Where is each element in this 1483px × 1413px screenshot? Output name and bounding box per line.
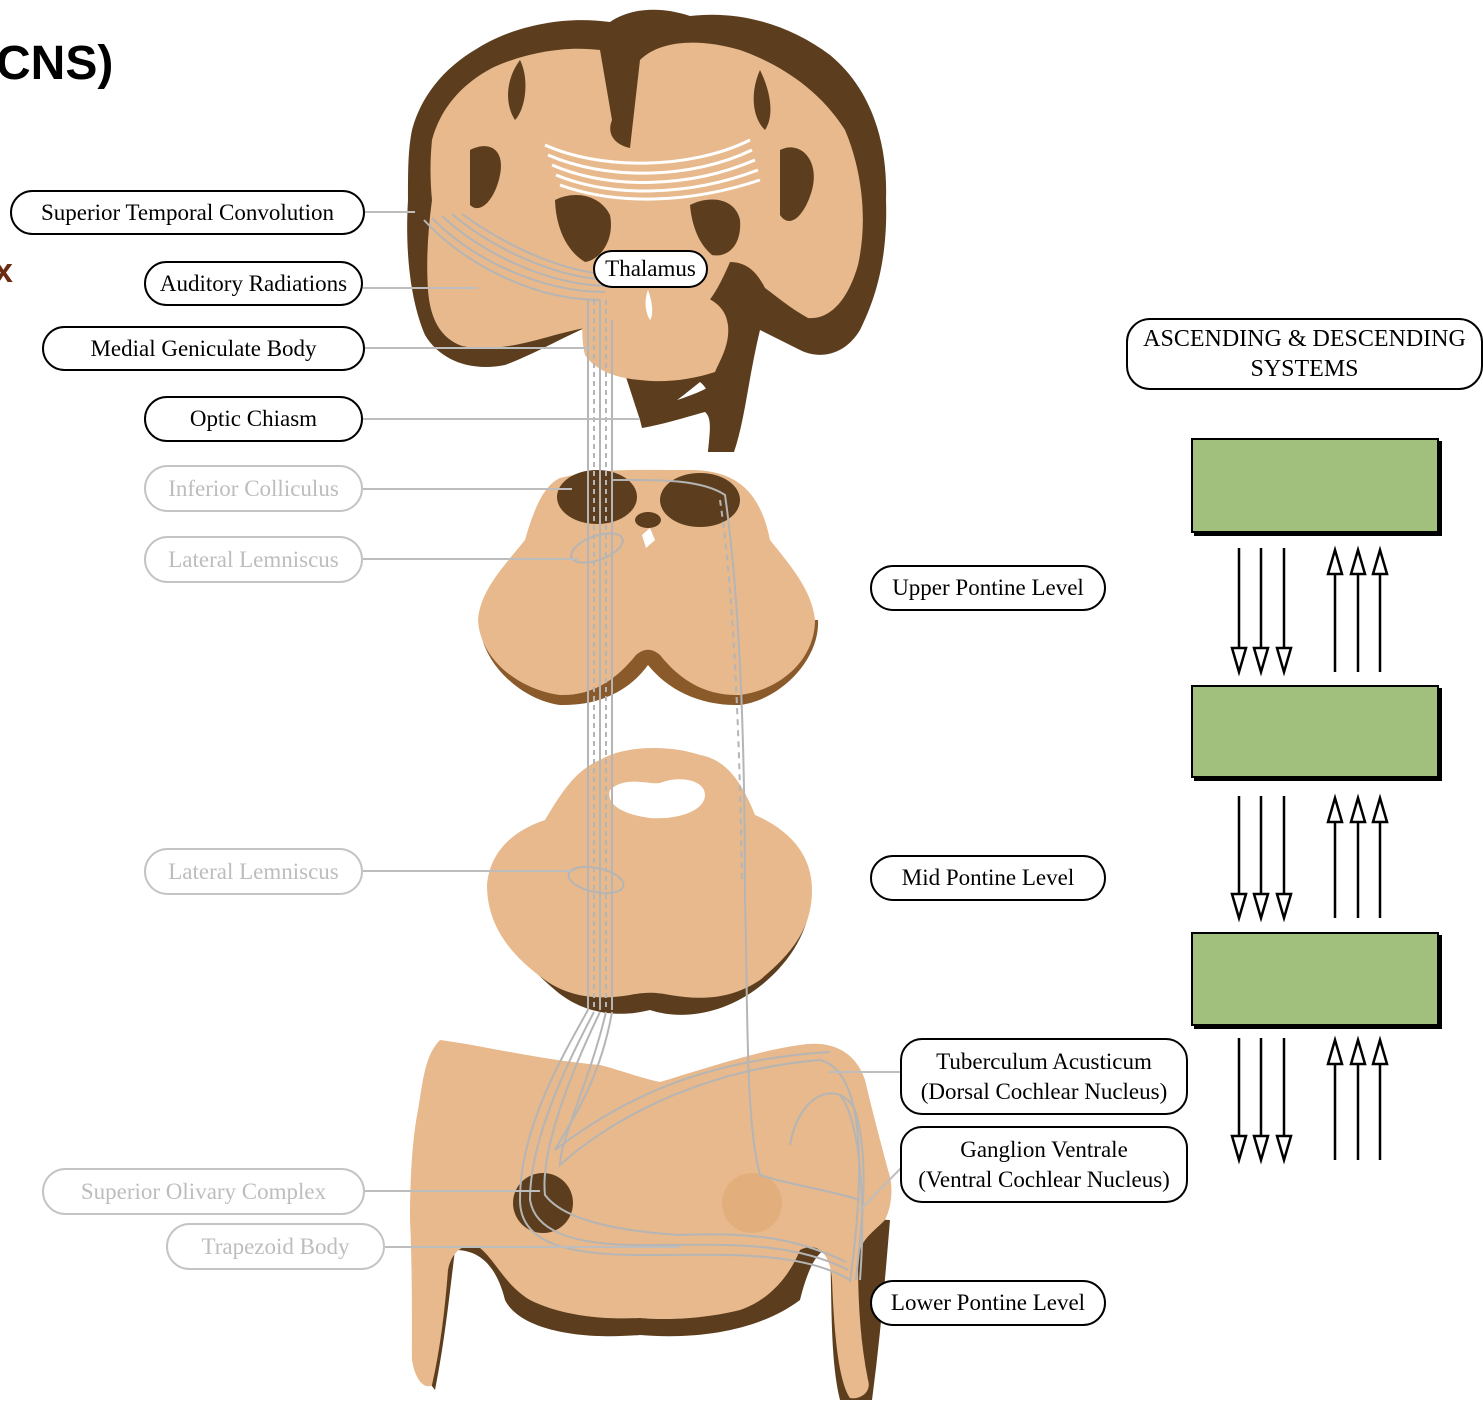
midbrain-section: [478, 470, 818, 705]
label-superior-temporal-convolution: Superior Temporal Convolution: [10, 190, 365, 235]
system-arrows: [1232, 548, 1387, 1160]
contralateral-olive: [722, 1173, 782, 1233]
up-arrows-3: [1328, 1040, 1387, 1160]
label-ascending-descending-systems: ASCENDING & DESCENDING SYSTEMS: [1126, 318, 1483, 390]
label-optic-chiasm: Optic Chiasm: [144, 396, 363, 442]
down-arrows-3: [1232, 1038, 1291, 1160]
down-arrows-1: [1232, 548, 1291, 672]
down-arrows-2: [1232, 796, 1291, 918]
label-upper-pontine-level: Upper Pontine Level: [870, 565, 1106, 611]
system-box-lower: [1191, 932, 1439, 1026]
mid-pons-section: [487, 748, 812, 1015]
lower-pons-section: [410, 1040, 891, 1400]
label-superior-olivary-complex: Superior Olivary Complex: [42, 1168, 365, 1215]
label-tuberculum-acusticum: Tuberculum Acusticum (Dorsal Cochlear Nu…: [900, 1038, 1188, 1115]
label-trapezoid-body: Trapezoid Body: [166, 1223, 385, 1270]
label-mid-pontine-level: Mid Pontine Level: [870, 855, 1106, 901]
brain-coronal-section: [407, 10, 886, 452]
label-auditory-radiations: Auditory Radiations: [144, 261, 363, 306]
label-lateral-lemniscus-upper: Lateral Lemniscus: [144, 536, 363, 583]
label-inferior-colliculus: Inferior Colliculus: [144, 465, 363, 512]
label-thalamus: Thalamus: [593, 250, 708, 288]
label-lateral-lemniscus-lower: Lateral Lemniscus: [144, 848, 363, 895]
label-medial-geniculate-body: Medial Geniculate Body: [42, 326, 365, 371]
label-lower-pontine-level: Lower Pontine Level: [870, 1280, 1106, 1326]
system-box-upper: [1191, 438, 1439, 533]
up-arrows-2: [1328, 798, 1387, 918]
label-ganglion-ventrale: Ganglion Ventrale (Ventral Cochlear Nucl…: [900, 1126, 1188, 1203]
system-box-mid: [1191, 685, 1439, 778]
up-arrows-1: [1328, 550, 1387, 672]
